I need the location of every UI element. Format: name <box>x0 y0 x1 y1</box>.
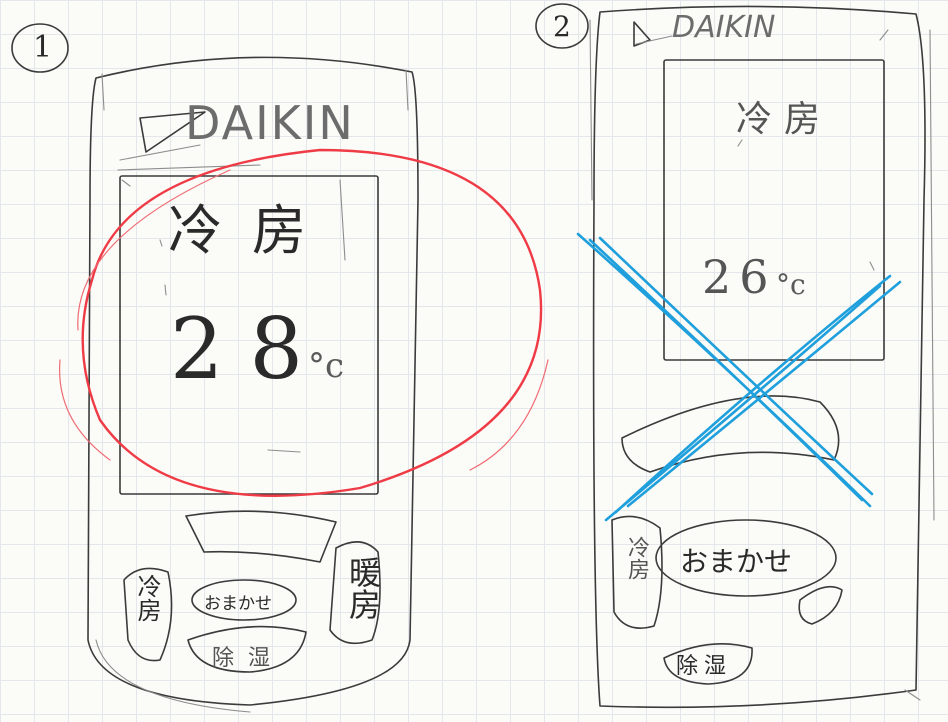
sketch-1-heat-button[interactable]: 暖房 <box>344 556 382 620</box>
sketch-1-brand-logo: DAIKIN <box>185 96 355 150</box>
sketch-2-unit: °c <box>776 268 806 301</box>
sketch-2-temperature: 26 <box>702 250 777 304</box>
rejection-cross-mark <box>576 232 902 522</box>
sketch-1-temperature: 28 <box>170 300 329 398</box>
sketch-2-dry-button[interactable]: 除湿 <box>676 654 733 679</box>
sketch-1-cool-button[interactable]: 冷房 <box>133 574 161 622</box>
sketch-1-mode-label: 冷房 <box>168 199 336 262</box>
sketch-2-cool-button[interactable]: 冷房 <box>624 536 649 580</box>
sketch-1-auto-button[interactable]: おまかせ <box>204 594 272 614</box>
approval-circle-mark <box>58 148 549 497</box>
sketch-1-dry-button[interactable]: 除湿 <box>212 646 285 671</box>
sketch-1-number: 1 <box>33 30 53 65</box>
sketch-1-unit: °c <box>308 346 345 386</box>
sketch-2-number: 2 <box>553 10 571 43</box>
sketch-2-brand-logo: DAIKIN <box>672 10 776 45</box>
sketch-2-auto-button[interactable]: おまかせ <box>680 545 793 578</box>
sketch-2-mode-label: 冷房 <box>736 99 833 140</box>
